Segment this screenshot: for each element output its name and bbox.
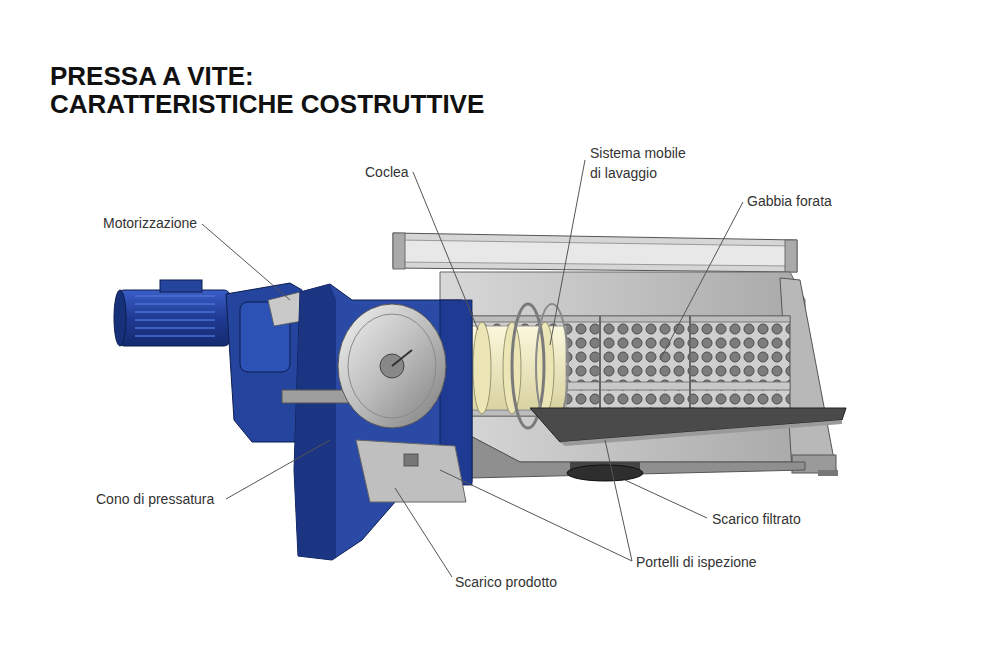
callout-label: Portelli di ispezione: [636, 552, 757, 572]
callout-label: Scarico filtrato: [712, 509, 801, 529]
callout-label: Scarico prodotto: [455, 572, 557, 592]
callout-label: Sistema mobile di lavaggio: [590, 143, 694, 183]
callout-label: Cono di pressatura: [96, 489, 214, 509]
callout-label: Gabbia forata: [747, 191, 832, 211]
title: PRESSA A VITE: CARATTERISTICHE COSTRUTTI…: [50, 62, 497, 118]
callout-label: Coclea: [365, 162, 409, 182]
callout-label: Motorizzazione: [103, 213, 197, 233]
